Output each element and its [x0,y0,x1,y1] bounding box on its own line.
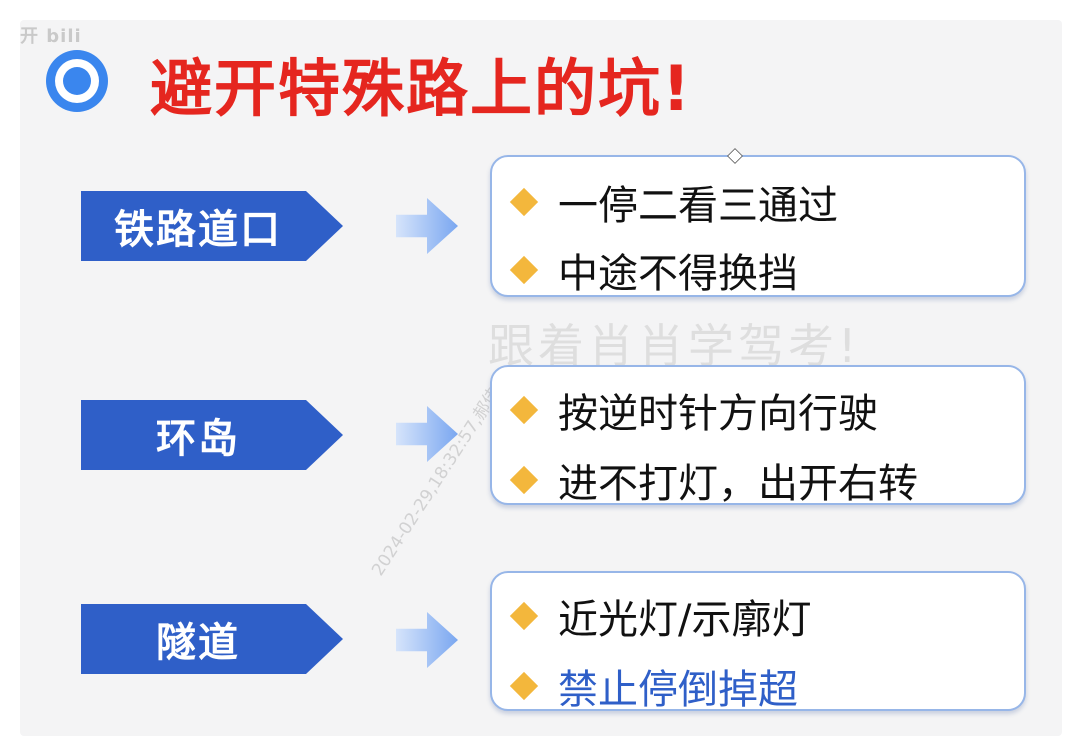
corner-logo: 开 bili [20,26,82,47]
diamond-bullet-icon [509,601,539,631]
right-arrow-icon [396,612,458,668]
timestamp-stamp: 2024-02-29,18:32:57,郝佳 [368,384,505,580]
info-box-tunnel: 近光灯/示廓灯 禁止停倒掉超 [490,571,1026,713]
item-text: 禁止停倒掉超 [558,667,798,713]
item-text: 进不打灯，出开右转 [558,461,918,507]
list-item: 一停二看三通过 [509,173,838,231]
diamond-bullet-icon [509,465,539,495]
diamond-bullet-icon [509,671,539,701]
watermark-text: 跟着肖肖学驾考! [488,319,861,373]
target-icon [46,50,108,112]
page-title: 避开特殊路上的坑! [150,52,693,125]
list-item: 按逆时针方向行驶 [509,381,878,439]
diamond-bullet-icon [509,187,539,217]
item-text: 中途不得换挡 [558,251,798,297]
section-label-railway-crossing: 铁路道口 [81,191,343,261]
section-label-tunnel: 隧道 [81,604,343,674]
item-text: 按逆时针方向行驶 [558,391,878,437]
list-item-highlighted: 禁止停倒掉超 [509,657,798,715]
info-box-railway-crossing: 一停二看三通过 中途不得换挡 [490,155,1026,297]
section-label-roundabout: 环岛 [81,400,343,470]
item-text: 近光灯/示廓灯 [558,597,812,643]
list-item: 进不打灯，出开右转 [509,451,918,509]
item-text: 一停二看三通过 [558,183,838,229]
slide: 开 bili 避开特殊路上的坑! 跟着肖肖学驾考! 2024-02-29,18:… [20,20,1062,736]
info-box-roundabout: 按逆时针方向行驶 进不打灯，出开右转 [490,365,1026,507]
diamond-bullet-icon [509,395,539,425]
list-item: 近光灯/示廓灯 [509,587,812,645]
list-item: 中途不得换挡 [509,241,798,299]
right-arrow-icon [396,198,458,254]
diamond-bullet-icon [509,255,539,285]
